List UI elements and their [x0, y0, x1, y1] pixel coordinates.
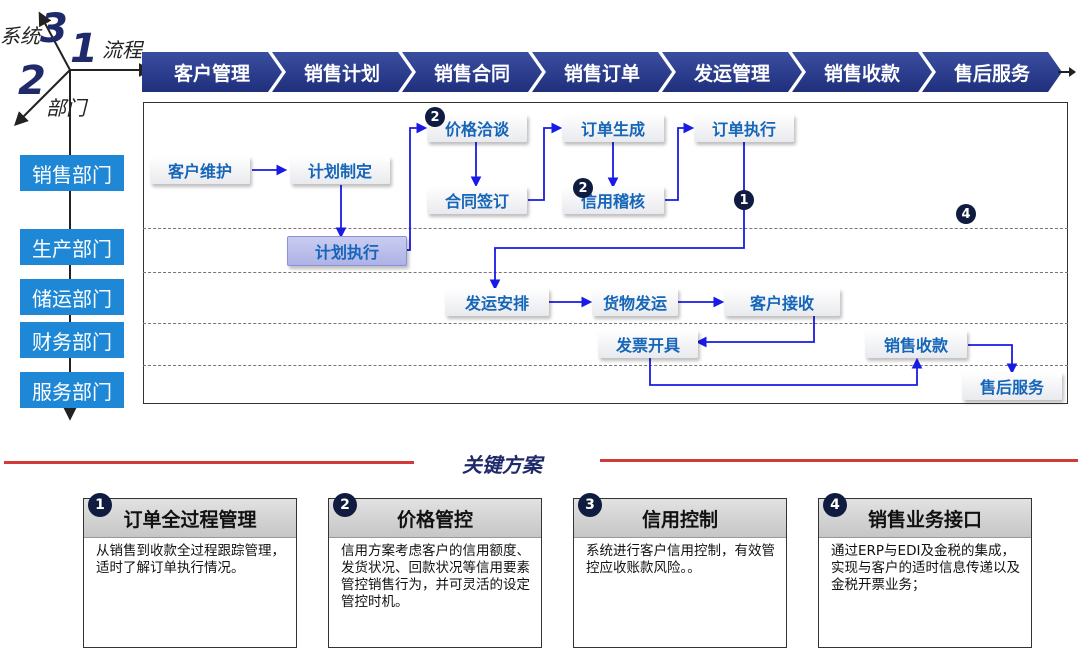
solution-card-number: 2: [333, 493, 357, 517]
axis-system-label: 系统: [0, 24, 40, 48]
dept-finance: 财务部门: [20, 322, 124, 358]
badge-sales-interface: 4: [956, 204, 976, 224]
lane-divider-3: [143, 323, 1068, 324]
process-customer-receipt: 客户接收: [724, 288, 840, 316]
dept-production: 生产部门: [20, 229, 124, 265]
dept-storage: 储运部门: [20, 279, 124, 315]
solution-card-number: 1: [88, 493, 112, 517]
axis-num-2: 2: [18, 58, 46, 104]
axis-num-3: 3: [40, 6, 68, 52]
stage-sales-contract: 销售合同: [402, 52, 542, 92]
solution-card-number: 3: [578, 493, 602, 517]
stage-sales-collection: 销售收款: [792, 52, 932, 92]
solution-card-title: 价格管控: [329, 499, 541, 538]
solution-card-title: 订单全过程管理: [84, 499, 296, 538]
stage-customer-management: 客户管理: [142, 52, 282, 92]
solution-card-body: 系统进行客户信用控制，有效管控应收账款风险。。: [586, 543, 775, 576]
solution-card-number: 4: [823, 493, 847, 517]
lane-divider-2: [143, 272, 1068, 273]
solution-card-title: 信用控制: [574, 499, 786, 538]
solution-card-credit: 信用控制 系统进行客户信用控制，有效管控应收账款风险。。: [573, 498, 787, 648]
process-goods-shipping: 货物发运: [592, 288, 678, 316]
process-contract-signing: 合同签订: [427, 186, 527, 214]
solution-card-title: 销售业务接口: [819, 499, 1031, 538]
process-order-generation: 订单生成: [562, 114, 664, 142]
process-shipping-arrangement: 发运安排: [445, 288, 549, 316]
badge-order-management: 1: [734, 190, 754, 210]
process-invoice-issuing: 发票开具: [598, 330, 698, 358]
solution-card-price: 价格管控 信用方案考虑客户的信用额度、发货状况、回款状况等信用要素管控销售行为，…: [328, 498, 542, 648]
lane-divider-4: [143, 365, 1068, 366]
axis-flow-label: 流程: [102, 38, 142, 62]
stage-shipping-management: 发运管理: [662, 52, 802, 92]
process-after-sales: 售后服务: [962, 372, 1062, 400]
stage-sales-plan: 销售计划: [272, 52, 412, 92]
process-frame: [143, 102, 1068, 404]
process-customer-maintenance: 客户维护: [150, 156, 250, 184]
solution-card-body: 信用方案考虑客户的信用额度、发货状况、回款状况等信用要素管控销售行为，并可灵活的…: [341, 543, 530, 610]
axis-dept-label: 部门: [46, 96, 86, 120]
badge-price-control: 2: [425, 107, 445, 127]
solution-card-body: 通过ERP与EDI及金税的集成，实现与客户的适时信息传递以及金税开票业务；: [831, 543, 1020, 593]
divider-right: [600, 459, 1078, 462]
solution-card-body: 从销售到收款全过程跟踪管理，适时了解订单执行情况。: [96, 543, 285, 576]
process-plan-execution: 计划执行: [287, 236, 407, 266]
axis-num-1: 1: [70, 26, 98, 72]
divider-left: [4, 461, 414, 464]
process-plan-formulation: 计划制定: [290, 156, 390, 184]
flow-arrows: [252, 122, 1018, 386]
flow-end-arrow: [1058, 67, 1076, 77]
badge-credit-control: 2: [573, 178, 593, 198]
process-order-execution: 订单执行: [694, 114, 794, 142]
stage-sales-order: 销售订单: [532, 52, 672, 92]
dept-service: 服务部门: [20, 372, 124, 408]
solution-card-order: 订单全过程管理 从销售到收款全过程跟踪管理，适时了解订单执行情况。: [83, 498, 297, 648]
solution-card-interface: 销售业务接口 通过ERP与EDI及金税的集成，实现与客户的适时信息传递以及金税开…: [818, 498, 1032, 648]
dept-sales: 销售部门: [20, 155, 124, 191]
lane-divider-1: [143, 228, 1068, 229]
key-solutions-title: 关键方案: [462, 453, 542, 477]
stage-after-sales: 售后服务: [922, 52, 1062, 92]
process-sales-collection: 销售收款: [865, 330, 967, 358]
